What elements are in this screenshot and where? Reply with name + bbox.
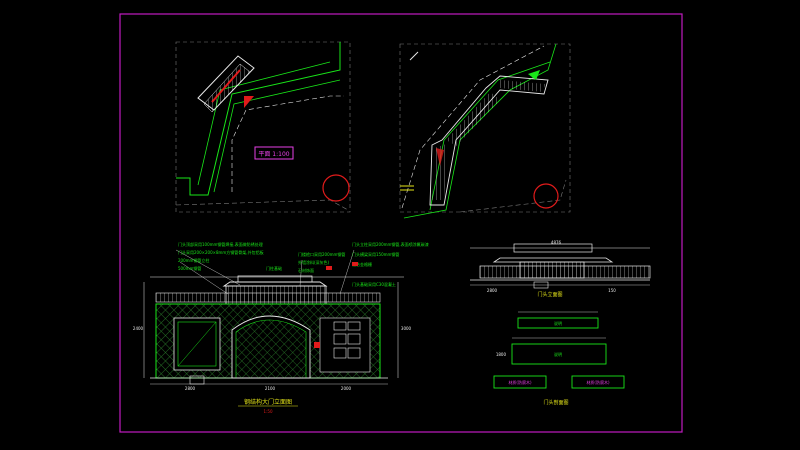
dim-a: 2800 bbox=[185, 386, 196, 391]
front-elevation bbox=[143, 249, 404, 385]
section-box-1: 说明 bbox=[554, 320, 562, 326]
note-right-1: 门头立柱采用200mm钢管,表面喷涂氟碳漆 bbox=[352, 241, 429, 247]
front-title: 钢结构大门立面图 bbox=[244, 398, 292, 406]
front-scale: 1:50 bbox=[264, 409, 273, 414]
note-left-3: 200mm钢管立柱 bbox=[178, 257, 209, 263]
section-title: 门头剖面图 bbox=[543, 399, 568, 406]
right-elevation bbox=[470, 243, 651, 289]
plan-tag: 平面 1:100 bbox=[258, 151, 289, 158]
note-mid-1: 门楼檐口采用200mm钢管 bbox=[298, 251, 345, 257]
side-dim-2: 3000 bbox=[401, 326, 412, 331]
drawing-frame bbox=[119, 13, 683, 433]
site-plan-left: 平面 1:100 bbox=[175, 41, 351, 213]
front-dims: 2800 2100 2000 2400 3000 bbox=[133, 326, 412, 391]
side-dim-3: 1800 bbox=[496, 352, 507, 357]
side-dim-1: 2400 bbox=[133, 326, 144, 331]
site-plan-right bbox=[399, 43, 571, 219]
note-right-4: 门头基础采用C30混凝土 bbox=[352, 281, 396, 287]
plan-tag-box bbox=[254, 146, 294, 160]
left-view-title: 门头立面图 bbox=[537, 291, 562, 298]
note-mid-3: 石材饰面 bbox=[298, 267, 314, 273]
notes-mid: 门楼檐口采用200mm钢管 外墙涂料(深灰色) 石材饰面 bbox=[298, 251, 345, 273]
note-left-2: 门头采用200×200×8mm方钢管骨架,外包铝板 bbox=[178, 249, 264, 255]
dim-c: 2000 bbox=[341, 386, 352, 391]
dim-d: 150 bbox=[608, 288, 616, 293]
note-left-4: 500mm钢管 bbox=[178, 265, 201, 271]
note-right-2: 门头横梁采用150mm钢管 bbox=[352, 251, 399, 257]
section-detail bbox=[493, 311, 625, 389]
dim-b: 2100 bbox=[265, 386, 276, 391]
dim-total: 4876 bbox=[551, 240, 562, 245]
notes-right: 门头立柱采用200mm钢管,表面喷涂氟碳漆 门头横梁采用150mm钢管 铝合金格… bbox=[352, 241, 429, 287]
note-right-3: 铝合金格栅 bbox=[352, 261, 372, 267]
section-box-2: 说明 bbox=[554, 351, 562, 357]
note-left-5: 门柱基础 bbox=[266, 265, 282, 271]
section-box-3: 材质(防腐木) bbox=[508, 379, 532, 385]
note-mid-2: 外墙涂料(深灰色) bbox=[298, 259, 330, 265]
notes-left: 门头顶部采用100mm钢管焊接,表面做防锈处理 门头采用200×200×8mm方… bbox=[178, 241, 282, 271]
section-box-4: 材质(防腐木) bbox=[586, 379, 610, 385]
dim-mid: 2800 bbox=[487, 288, 498, 293]
note-left-1: 门头顶部采用100mm钢管焊接,表面做防锈处理 bbox=[178, 241, 263, 247]
